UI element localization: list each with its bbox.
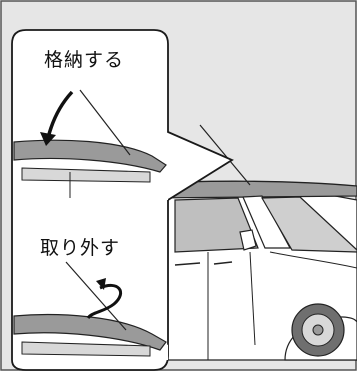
panel-remove-window: [21, 341, 151, 357]
car-door-handle: [213, 261, 233, 265]
rotate-arrow: [86, 283, 122, 320]
panel-retract-window: [21, 167, 151, 183]
car-side-window: [174, 197, 259, 253]
panel-retract-roof: [13, 139, 167, 173]
panel-remove-roof: [13, 313, 167, 351]
callout-bubble: [11, 29, 234, 371]
fold-arrow-head: [40, 132, 56, 146]
car-a-pillar: [242, 195, 292, 249]
panel-retract-antenna: [79, 89, 131, 156]
panel-remove: [13, 261, 168, 360]
car-door-handle: [174, 262, 201, 266]
rotate-arrow-head: [96, 278, 106, 290]
car-hood-line: [269, 251, 357, 269]
panel-remove-antenna: [65, 261, 127, 331]
car-side-mirror: [239, 229, 257, 251]
car-windshield: [260, 196, 357, 253]
panel-retract: [13, 89, 168, 200]
label-remove: 取り外す: [40, 237, 121, 259]
car-illustration: [149, 124, 357, 361]
car-door-line: [249, 251, 256, 346]
car-antenna: [199, 124, 251, 186]
label-retract: 格納する: [44, 49, 125, 71]
car-wheel-hub: [312, 324, 324, 336]
